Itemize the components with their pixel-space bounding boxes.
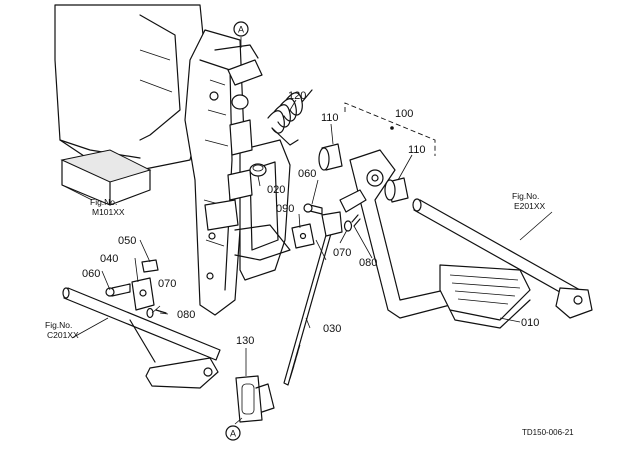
group-bracket-100 [344,102,436,156]
brake-pedal [349,149,531,329]
lower-lever [62,259,221,389]
label-110-b: 110 [408,144,426,156]
marker-a-bottom: A [230,429,236,439]
label-040: 040 [100,253,118,265]
ref-e201-code: E201XX [514,201,546,211]
collar-020 [231,94,267,177]
leader-lines [61,37,553,425]
label-070-right: 070 [333,247,351,259]
bushings-110 [318,143,409,203]
housing-body [54,4,206,206]
label-070-left: 070 [158,278,176,290]
label-030: 030 [323,323,341,335]
label-110-a: 110 [321,112,339,124]
ref-m101-fig: Fig.No. [90,197,117,207]
washer-070-right [343,214,361,232]
spring-120 [267,89,313,146]
label-010: 010 [521,317,539,329]
label-080-left: 080 [177,309,195,321]
drawing-code: TD150-006-21 [522,428,574,437]
shaft-010 [412,198,593,319]
label-050: 050 [118,235,136,247]
bracket-frame [184,29,291,316]
group-dot [390,126,394,130]
label-130: 130 [236,335,254,347]
label-060-left: 060 [82,268,100,280]
pin-060-top [303,203,323,215]
label-080-right: 080 [359,257,377,269]
clevis-090 [291,223,315,249]
label-060-top: 060 [298,168,316,180]
ref-c201-code: C201XX [47,330,79,340]
boot-130 [235,375,275,423]
label-020: 020 [267,184,285,196]
label-100: 100 [395,108,413,120]
rod-030 [283,189,367,386]
label-090: 090 [276,203,294,215]
marker-circle-top [233,21,249,37]
marker-circle-bottom [225,425,241,441]
ref-c201-fig: Fig.No. [45,320,72,330]
ref-e201-fig: Fig.No. [512,191,539,201]
label-120: 120 [288,90,306,102]
marker-a-top: A [238,25,244,35]
ref-m101-code: M101XX [92,207,125,217]
